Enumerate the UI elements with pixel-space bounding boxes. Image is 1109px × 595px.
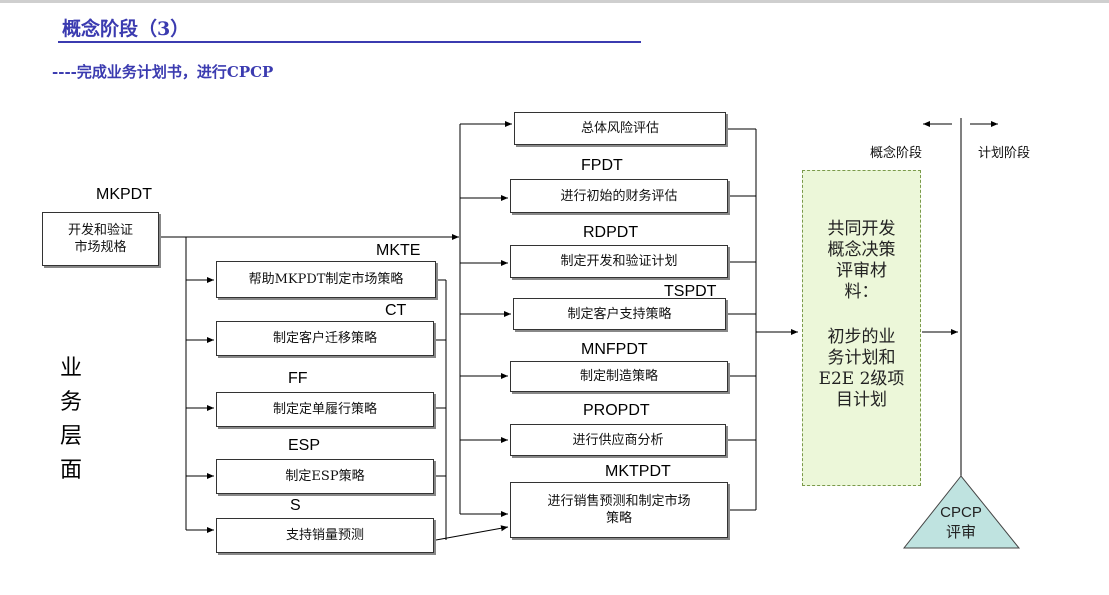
task-dev-verification-plan: 制定开发和验证计划 [510,245,728,278]
task-overall-risk: 总体风险评估 [514,112,726,145]
task-develop-market-spec: 开发和验证 市场规格 [42,212,159,266]
role-ct: CT [385,302,407,319]
task-manufacturing-strategy: 制定制造策略 [510,361,728,392]
role-mkpdt: MKPDT [96,186,152,203]
task-help-market-strategy: 帮助MKPDT制定市场策略 [216,261,436,298]
task-customer-migration: 制定客户迁移策略 [216,321,434,356]
cpcp-review-triangle [902,475,1021,549]
phase-plan-label: 计划阶段 [978,146,1031,161]
page-subtitle: ----完成业务计划书，进行CPCP [52,63,274,81]
role-s: S [290,497,301,514]
task-financial-assessment: 进行初始的财务评估 [510,179,728,213]
task-customer-support: 制定客户支持策略 [513,298,726,330]
phase-concept-label: 概念阶段 [870,146,923,161]
page-title: 概念阶段（3） [62,18,190,40]
business-layer-label: 业务层面 [59,356,82,483]
cpcp-review-label: CPCP 评审 [940,504,982,541]
role-mktpdt: MKTPDT [605,463,671,480]
task-supplier-analysis: 进行供应商分析 [510,424,726,456]
decision-materials-body: 初步的业 务计划和 E2E 2级项 目计划 [818,327,905,410]
role-rdpdt: RDPDT [583,224,639,241]
task-order-fulfillment: 制定定单履行策略 [216,392,434,427]
title-underline [58,41,641,43]
task-esp-strategy: 制定ESP策略 [216,459,434,494]
role-esp: ESP [288,437,321,454]
task-sales-forecast-support: 支持销量预测 [216,518,434,553]
role-mkte: MKTE [376,242,421,259]
task-sales-forecast-market-strategy: 进行销售预测和制定市场 策略 [510,482,728,538]
role-fpdt: FPDT [581,157,623,174]
role-propdt: PROPDT [583,402,650,419]
role-ff: FF [288,370,308,387]
role-mnfpdt: MNFPDT [581,341,648,358]
decision-materials-heading: 共同开发 概念决策 评审材 料： [827,219,896,302]
top-divider [0,0,1109,3]
decision-materials-box: 共同开发 概念决策 评审材 料： 初步的业 务计划和 E2E 2级项 目计划 [802,170,921,486]
role-tspdt: TSPDT [664,283,717,300]
